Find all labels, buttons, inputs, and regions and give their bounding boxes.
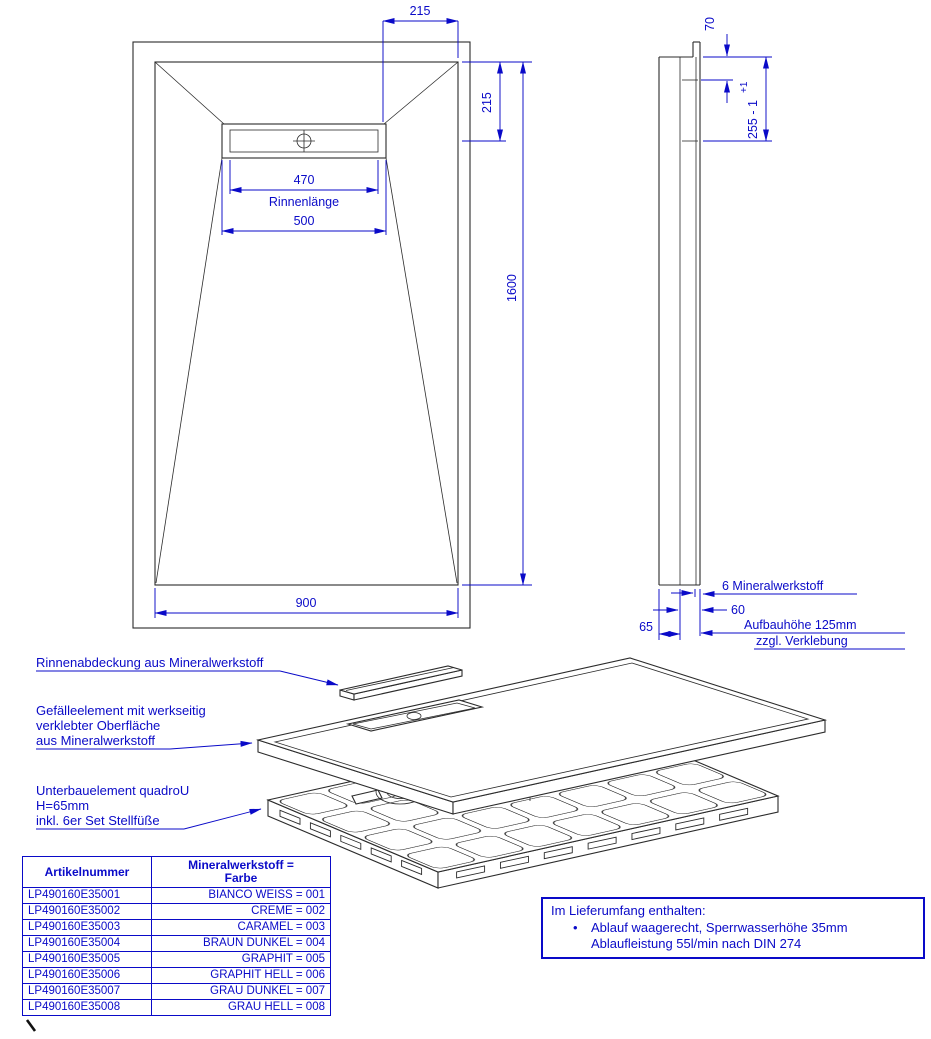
dim-255: 255 - 1 +1 — [739, 81, 760, 139]
page-corner-mark — [25, 1019, 37, 1032]
base-vent-slot — [631, 826, 661, 841]
dim-215-top: 215 — [410, 4, 431, 18]
base-vent-slot — [675, 817, 705, 831]
base-vent-slot — [456, 865, 486, 879]
label-base-element: Unterbauelement quadroU H=65mm inkl. 6er… — [36, 783, 190, 828]
base-vent-slot — [543, 846, 573, 860]
base-vent-slot — [340, 834, 362, 851]
section-view: 70 255 - 1 +1 6 Mineralwerkstoff 60 65 — [639, 17, 905, 650]
section-outline — [658, 41, 701, 586]
channel-opening — [345, 699, 485, 732]
scope-item-line1: Ablauf waagerecht, Sperrwasserhöhe 35mm — [591, 920, 848, 935]
dim-470: 470 — [294, 173, 315, 187]
dim-500: 500 — [294, 214, 315, 228]
label-zzgl-verklebung: zzgl. Verklebung — [756, 634, 848, 648]
scope-of-delivery-box: Im Lieferumfang enthalten: • Ablauf waag… — [541, 897, 925, 959]
slope-element — [255, 657, 828, 815]
label-channel-cover: Rinnenabdeckung aus Mineralwerkstoff — [36, 655, 264, 670]
section-dimensions: 70 255 - 1 +1 6 Mineralwerkstoff 60 65 — [639, 17, 905, 650]
scope-title: Im Lieferumfang enthalten: — [551, 903, 706, 918]
base-vent-slots — [279, 807, 749, 879]
channel-cover — [339, 665, 463, 701]
dim-60: 60 — [731, 603, 745, 617]
leader-lines — [36, 670, 339, 830]
dim-1600: 1600 — [505, 274, 519, 302]
article-table: Artikelnummer Mineralwerkstoff = Farbe L… — [22, 856, 331, 1016]
scope-item-line2: Ablaufleistung 55l/min nach DIN 274 — [591, 936, 802, 951]
plan-outline — [132, 41, 471, 629]
base-vent-slot — [587, 836, 617, 850]
base-vent-slot — [309, 822, 331, 838]
svg-text:+1: +1 — [739, 81, 750, 93]
label-rinnenlaenge: Rinnenlänge — [269, 195, 339, 209]
dim-70: 70 — [703, 17, 717, 31]
svg-text:255 - 1: 255 - 1 — [746, 100, 760, 139]
bullet-icon: • — [573, 920, 578, 935]
dim-215-right: 215 — [480, 92, 494, 113]
base-vent-slot — [370, 847, 392, 863]
base-vent-slot — [279, 809, 301, 825]
label-slope-element: Gefälleelement mit werkseitig verklebter… — [36, 703, 206, 748]
base-vent-slot — [719, 807, 749, 821]
label-aufbauhoehe: Aufbauhöhe 125mm — [744, 618, 857, 632]
drain-channel — [221, 123, 387, 159]
table-header-farbe: Mineralwerkstoff = Farbe — [151, 856, 331, 888]
plan-dimensions: 215 215 470 Rinnenlänge 500 1600 900 — [154, 4, 532, 618]
dim-65: 65 — [639, 620, 653, 634]
dim-900: 900 — [296, 596, 317, 610]
label-6-mineralwerkstoff: 6 Mineralwerkstoff — [722, 579, 824, 593]
plan-view: 215 215 470 Rinnenlänge 500 1600 900 — [132, 4, 532, 629]
base-vent-slot — [401, 859, 423, 876]
table-header-artikelnummer: Artikelnummer — [22, 856, 152, 888]
base-vent-slot — [499, 855, 529, 869]
exploded-view — [36, 657, 828, 889]
